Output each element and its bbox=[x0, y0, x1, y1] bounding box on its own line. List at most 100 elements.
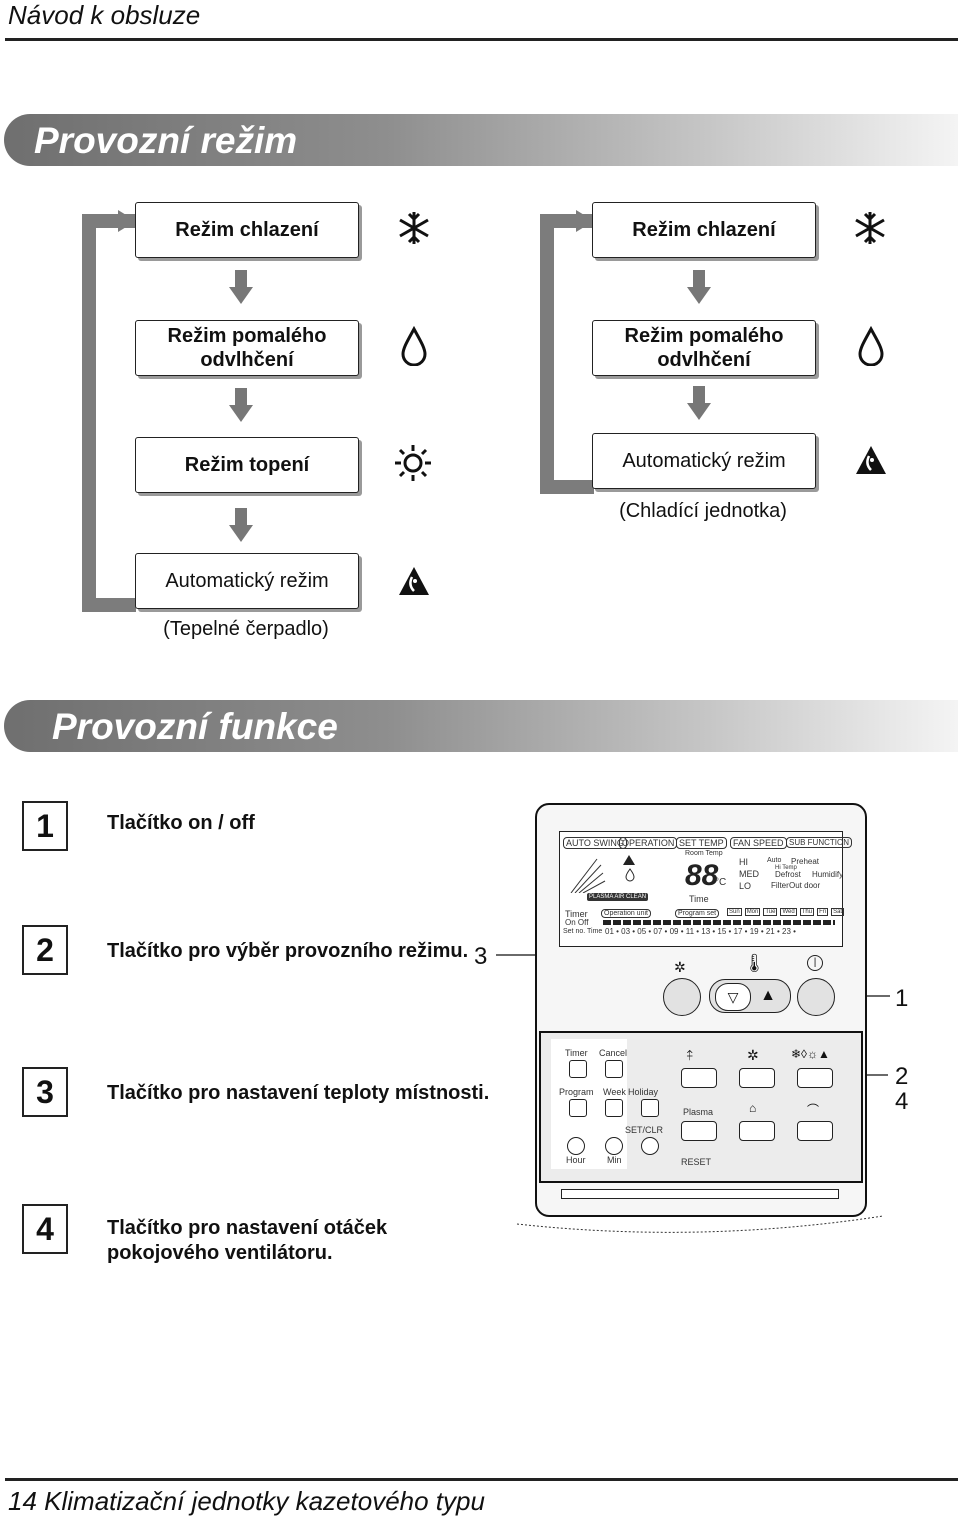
cancel-button[interactable] bbox=[605, 1060, 623, 1078]
lcd-tab-auto-swing: AUTO SWING bbox=[563, 837, 627, 849]
remote-controller: AUTO SWING OPERATION SET TEMP FAN SPEED … bbox=[535, 803, 867, 1217]
fan-icon: ✲ bbox=[674, 959, 686, 975]
lcd-day-thu: Thu bbox=[799, 908, 815, 916]
vent-button[interactable] bbox=[797, 1121, 833, 1141]
temp-down-button[interactable]: ▽ bbox=[715, 983, 751, 1011]
left-step-heating-label: Režim topení bbox=[184, 454, 310, 476]
lcd-plasma-label: PLASMA AIR CLEAN bbox=[587, 893, 649, 901]
function-label-4: Tlačítko pro nastavení otáček pokojového… bbox=[107, 1217, 388, 1264]
right-step-auto-label: Automatický režim bbox=[622, 450, 786, 472]
footer-title: Klimatizační jednotky kazetového typu bbox=[44, 1486, 485, 1516]
label-min: Min bbox=[607, 1155, 622, 1165]
down-arrow-icon bbox=[687, 270, 711, 304]
vent-icon: ⌒ bbox=[807, 1103, 820, 1117]
left-step-auto-label: Automatický režim bbox=[165, 570, 329, 592]
fan-mode-button[interactable] bbox=[739, 1068, 775, 1088]
plasma-button[interactable] bbox=[681, 1121, 717, 1141]
lcd-timer-label: Timer bbox=[565, 909, 588, 919]
function-number-3: 3 bbox=[22, 1067, 68, 1117]
house-icon: ⌂ bbox=[749, 1101, 757, 1115]
function-label-3: Tlačítko pro nastavení teploty místnosti… bbox=[107, 1082, 490, 1104]
section-title-mode: Provozní režim bbox=[34, 120, 298, 161]
auto-mode-icon bbox=[856, 446, 886, 474]
operation-mode-button[interactable] bbox=[797, 1068, 833, 1088]
water-drop-icon bbox=[401, 326, 427, 366]
callout-4: 4 bbox=[895, 1088, 909, 1115]
function-label-2: Tlačítko pro výběr provozního režimu. bbox=[107, 940, 469, 962]
lcd-temp-digits: 88 bbox=[685, 859, 719, 892]
lcd-sub-filter: Filter bbox=[771, 881, 789, 890]
section-banner-functions: Provozní funkce bbox=[4, 700, 958, 752]
document-header-title: Návod k obsluze bbox=[8, 0, 201, 30]
power-icon: | bbox=[807, 955, 823, 971]
left-cycle-bracket bbox=[82, 214, 136, 612]
auto-mode-icon bbox=[399, 567, 429, 595]
left-step-auto: Automatický režim bbox=[135, 553, 359, 609]
lcd-day-mon: Mon bbox=[744, 908, 761, 916]
label-week: Week bbox=[603, 1087, 626, 1097]
thermometer-icon: 🌡 bbox=[743, 953, 766, 973]
function-number-1: 1 bbox=[22, 801, 68, 851]
label-program: Program bbox=[559, 1087, 594, 1097]
fan-speed-button[interactable] bbox=[663, 978, 701, 1016]
lcd-sub-outdoor: Out door bbox=[789, 881, 821, 890]
lcd-room-temp-label: Room Temp bbox=[685, 850, 723, 857]
lcd-sub-auto: Auto bbox=[767, 857, 782, 864]
bracket-arrow-icon bbox=[118, 210, 136, 232]
temp-up-button[interactable]: ▲ bbox=[760, 987, 776, 1004]
lcd-set-no: Set no. bbox=[563, 928, 586, 935]
right-step-dehumid-label: Režim pomalého odvlhčení bbox=[624, 325, 784, 371]
function-label-1: Tlačítko on / off bbox=[107, 812, 255, 834]
left-step-dehumid: Režim pomalého odvlhčení bbox=[135, 320, 359, 376]
lcd-fan-hi: HI bbox=[739, 857, 748, 867]
house-button[interactable] bbox=[739, 1121, 775, 1141]
swing-button[interactable] bbox=[681, 1068, 717, 1088]
callout-1: 1 bbox=[895, 985, 909, 1012]
lcd-time-bar bbox=[603, 920, 835, 925]
function-number-4: 4 bbox=[22, 1204, 68, 1254]
mode-icons: ❄◊☼▲ bbox=[791, 1047, 830, 1061]
right-step-cooling: Režim chlazení bbox=[592, 202, 816, 258]
function-number-2: 2 bbox=[22, 925, 68, 975]
lcd-temp-unit: °C bbox=[715, 877, 727, 888]
lcd-tab-sub-function: SUB FUNCTION bbox=[786, 837, 852, 848]
lcd-fan-lo: LO bbox=[739, 881, 752, 891]
right-caption: (Chladící jednotka) bbox=[619, 500, 787, 522]
lcd-day-tue: Tue bbox=[763, 908, 778, 916]
lcd-time-small: Time bbox=[587, 928, 603, 935]
header-rule bbox=[5, 38, 958, 41]
lcd-tab-fan-speed: FAN SPEED bbox=[730, 837, 787, 849]
label-set-clr: SET/CLR bbox=[625, 1125, 664, 1135]
lcd-tab-set-temp: SET TEMP bbox=[676, 837, 727, 849]
lcd-tab-operation: OPERATION bbox=[619, 837, 678, 849]
right-step-auto: Automatický režim bbox=[592, 433, 816, 489]
lcd-hours-scale: 01 • 03 • 05 • 07 • 09 • 11 • 13 • 15 • … bbox=[605, 927, 796, 936]
set-clr-button[interactable] bbox=[641, 1137, 659, 1155]
down-arrow-icon bbox=[229, 270, 253, 304]
swing-icon: ⤉ bbox=[687, 1047, 694, 1063]
label-holiday: Holiday bbox=[628, 1087, 659, 1097]
footer-rule bbox=[5, 1478, 958, 1481]
hour-button[interactable] bbox=[567, 1137, 585, 1155]
lcd-sub-defrost: Defrost bbox=[775, 870, 801, 879]
bracket-arrow-icon bbox=[576, 210, 594, 232]
remote-hinge bbox=[561, 1189, 839, 1199]
lcd-day-fri: Fri bbox=[817, 908, 829, 916]
section-title-functions: Provozní funkce bbox=[52, 706, 338, 747]
right-step-cooling-label: Režim chlazení bbox=[632, 219, 776, 241]
min-button[interactable] bbox=[605, 1137, 623, 1155]
program-button[interactable] bbox=[569, 1099, 587, 1117]
lcd-sub-hitemp: Hi Temp bbox=[775, 865, 797, 871]
right-step-dehumid: Režim pomalého odvlhčení bbox=[592, 320, 816, 376]
section-banner-mode: Provozní režim bbox=[4, 114, 958, 166]
label-timer: Timer bbox=[565, 1048, 588, 1058]
label-reset: RESET bbox=[681, 1157, 712, 1167]
timer-button[interactable] bbox=[569, 1060, 587, 1078]
power-button[interactable] bbox=[797, 978, 835, 1016]
lcd-fan-med: MED bbox=[739, 869, 759, 879]
down-arrow-icon bbox=[229, 388, 253, 422]
label-plasma: Plasma bbox=[683, 1107, 714, 1117]
week-button[interactable] bbox=[605, 1099, 623, 1117]
holiday-button[interactable] bbox=[641, 1099, 659, 1117]
